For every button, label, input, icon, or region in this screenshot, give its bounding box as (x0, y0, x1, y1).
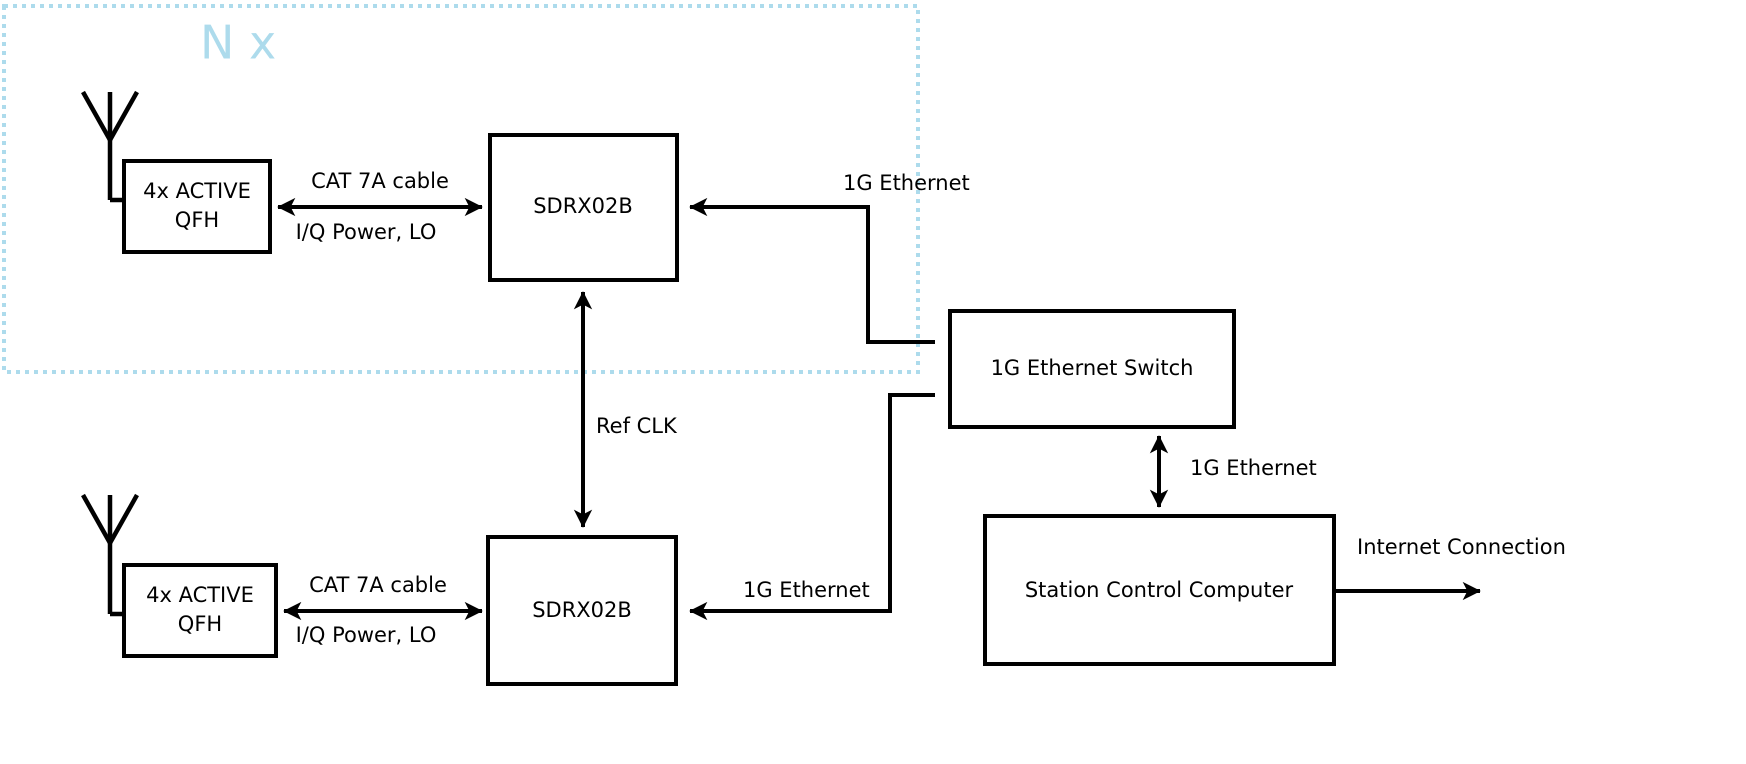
edge-label-cat7a-bottom: CAT 7A cable (309, 573, 447, 597)
sdrx02b-bottom-label: SDRX02B (532, 598, 632, 622)
node-qfh-top[interactable]: 4x ACTIVE QFH (122, 159, 272, 254)
edge-label-eth-switch-computer: 1G Ethernet (1190, 456, 1317, 480)
edge-label-iq-power-bottom: I/Q Power, LO (296, 623, 437, 647)
node-sdrx02b-bottom[interactable]: SDRX02B (486, 535, 678, 686)
qfh-top-label-line1: 4x ACTIVE (143, 179, 251, 203)
edge-eth-bottom (689, 393, 935, 621)
station-control-computer-label: Station Control Computer (1025, 578, 1294, 602)
qfh-bottom-label-line2: QFH (178, 612, 222, 636)
edge-label-ref-clk: Ref CLK (596, 414, 678, 438)
edge-eth-top (689, 197, 935, 344)
qfh-bottom-label-line1: 4x ACTIVE (146, 583, 254, 607)
edge-label-cat7a-top: CAT 7A cable (311, 169, 449, 193)
edge-label-internet-connection: Internet Connection (1357, 535, 1566, 559)
antenna-icon-bottom (81, 493, 139, 617)
edge-label-eth-bottom: 1G Ethernet (743, 578, 870, 602)
edge-label-iq-power-top: I/Q Power, LO (296, 220, 437, 244)
ethernet-switch-label: 1G Ethernet Switch (991, 356, 1194, 380)
qfh-top-label-line2: QFH (175, 208, 219, 232)
node-station-control-computer[interactable]: Station Control Computer (983, 514, 1336, 666)
sdrx02b-top-label: SDRX02B (533, 194, 633, 218)
node-ethernet-switch[interactable]: 1G Ethernet Switch (948, 309, 1236, 429)
group-label-nx: N x (200, 16, 276, 70)
node-sdrx02b-top[interactable]: SDRX02B (488, 133, 679, 282)
edge-label-eth-top: 1G Ethernet (843, 171, 970, 195)
node-qfh-bottom[interactable]: 4x ACTIVE QFH (122, 563, 278, 658)
group-region-nx (2, 4, 920, 374)
